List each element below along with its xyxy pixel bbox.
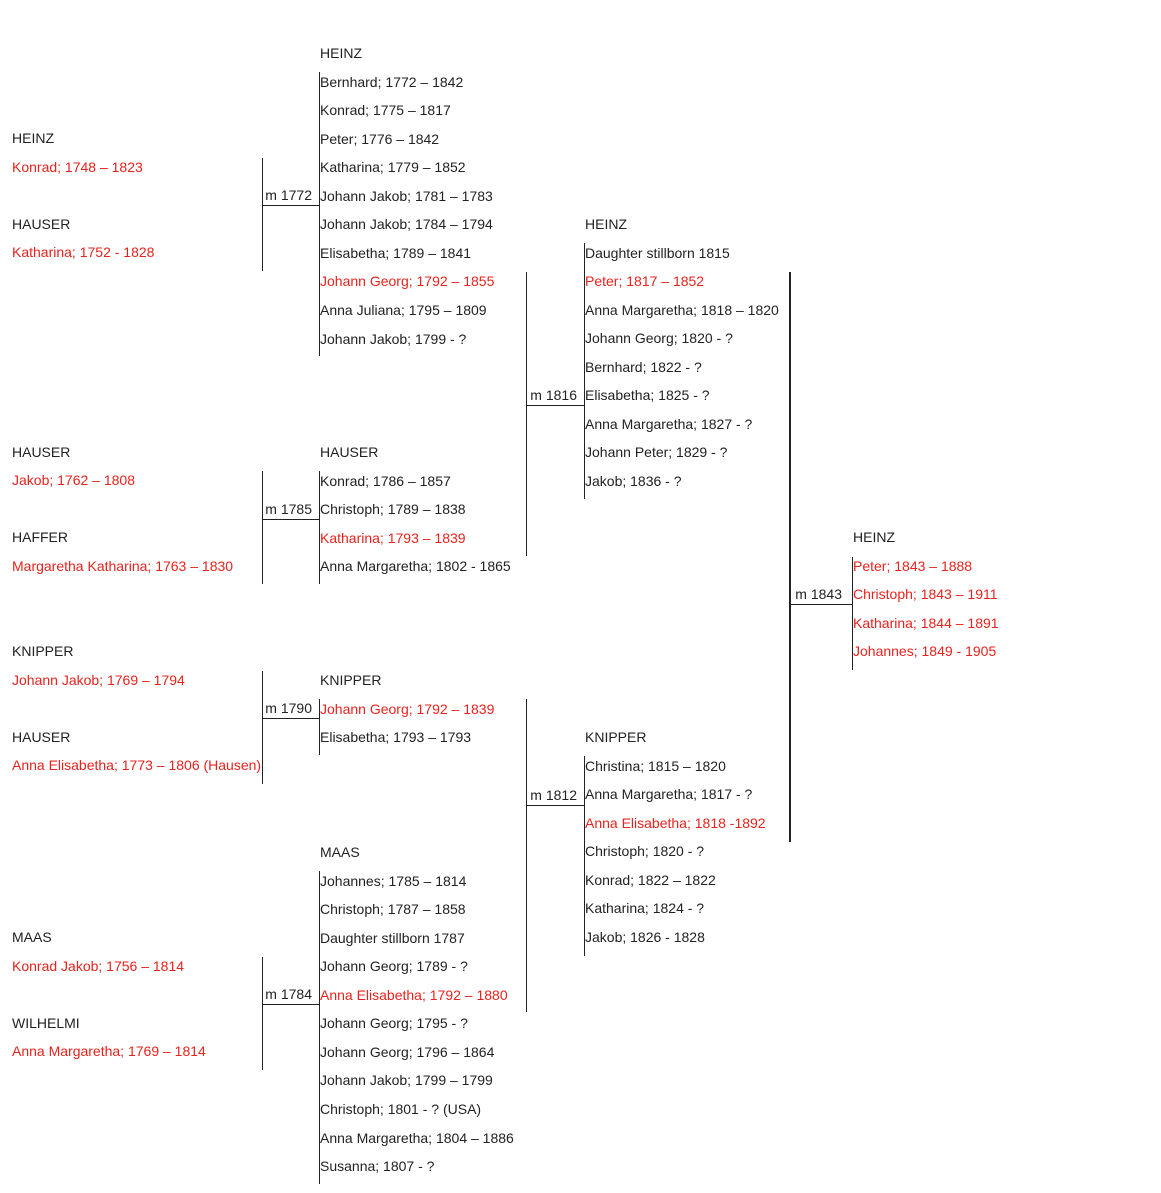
husband-name: Jakob; 1762 – 1808 — [12, 472, 135, 488]
child-entry: Johann Georg; 1792 – 1855 — [320, 273, 495, 290]
children-bracket — [584, 243, 585, 499]
children-bracket — [584, 756, 585, 956]
child-entry: Anna Margaretha; 1817 - ? — [585, 786, 753, 803]
wife-surname: WILHELMI — [12, 1015, 80, 1031]
child-entry: Jakob; 1826 - 1828 — [585, 928, 705, 945]
child-entry: Anna Margaretha; 1802 - 1865 — [320, 558, 511, 575]
wife-surname: HAUSER — [12, 216, 71, 232]
husband-name: Konrad; 1748 – 1823 — [12, 159, 143, 175]
couple-bracket — [526, 272, 527, 556]
child-entry: Elisabetha; 1789 – 1841 — [320, 244, 472, 261]
marriage-label: m 1785 — [265, 501, 312, 517]
child-entry: Christina; 1815 – 1820 — [585, 757, 726, 774]
children-bracket — [319, 72, 320, 356]
couple-bracket — [789, 272, 791, 842]
child-entry: Konrad; 1775 – 1817 — [320, 102, 451, 119]
wife-name: Anna Elisabetha; 1773 – 1806 (Hausen) — [12, 757, 262, 773]
child-entry: Konrad; 1822 – 1822 — [585, 871, 716, 888]
child-entry: Johann Georg; 1820 - ? — [585, 330, 733, 347]
child-entry: Johann Jakob; 1784 – 1794 — [320, 216, 493, 233]
children-surname: KNIPPER — [320, 672, 382, 688]
child-entry: Johann Georg; 1796 – 1864 — [320, 1043, 495, 1060]
child-entry: Konrad; 1786 – 1857 — [320, 472, 451, 489]
couple-bracket — [526, 699, 527, 1012]
children-surname: MAAS — [320, 844, 360, 860]
child-entry: Peter; 1817 – 1852 — [585, 273, 705, 290]
marriage-line — [526, 805, 584, 806]
marriage-line — [262, 1004, 319, 1005]
marriage-label: m 1772 — [265, 187, 312, 203]
husband-surname: HEINZ — [12, 130, 54, 146]
child-entry: Peter; 1843 – 1888 — [853, 557, 973, 574]
child-entry: Christoph; 1820 - ? — [585, 843, 705, 860]
couple-bracket — [262, 957, 263, 1070]
child-entry: Johannes; 1849 - 1905 — [853, 643, 997, 660]
child-entry: Anna Elisabetha; 1818 -1892 — [585, 814, 766, 831]
children-surname: HAUSER — [320, 444, 379, 460]
couple-bracket — [262, 471, 263, 584]
marriage-label: m 1812 — [530, 787, 577, 803]
child-entry: Katharina; 1779 – 1852 — [320, 159, 466, 176]
wife-name: Anna Margaretha; 1769 – 1814 — [12, 1043, 206, 1059]
husband-surname: KNIPPER — [12, 643, 74, 659]
children-bracket — [319, 471, 320, 584]
child-entry: Elisabetha; 1825 - ? — [585, 387, 710, 404]
children-surname: HEINZ — [320, 45, 362, 61]
child-entry: Katharina; 1793 – 1839 — [320, 529, 466, 546]
marriage-line — [262, 519, 319, 520]
marriage-label: m 1816 — [530, 387, 577, 403]
wife-surname: HAUSER — [12, 729, 71, 745]
child-entry: Daughter stillborn 1787 — [320, 929, 465, 946]
child-entry: Daughter stillborn 1815 — [585, 244, 730, 261]
child-entry: Johann Georg; 1795 - ? — [320, 1015, 468, 1032]
child-entry: Christoph; 1843 – 1911 — [853, 586, 998, 603]
child-entry: Johannes; 1785 – 1814 — [320, 872, 467, 889]
marriage-line — [262, 205, 319, 206]
child-entry: Christoph; 1789 – 1838 — [320, 501, 466, 518]
wife-name: Katharina; 1752 - 1828 — [12, 244, 155, 260]
child-entry: Christoph; 1801 - ? (USA) — [320, 1100, 482, 1117]
child-entry: Anna Juliana; 1795 – 1809 — [320, 301, 487, 318]
child-entry: Johann Jakob; 1781 – 1783 — [320, 187, 493, 204]
child-entry: Katharina; 1824 - ? — [585, 900, 705, 917]
children-bracket — [319, 699, 320, 755]
children-surname: KNIPPER — [585, 729, 647, 745]
husband-name: Johann Jakob; 1769 – 1794 — [12, 672, 185, 688]
child-entry: Johann Georg; 1792 – 1839 — [320, 700, 495, 717]
marriage-line — [526, 405, 584, 406]
child-entry: Anna Margaretha; 1827 - ? — [585, 415, 753, 432]
marriage-label: m 1790 — [265, 700, 312, 716]
child-entry: Johann Jakob; 1799 – 1799 — [320, 1072, 493, 1089]
marriage-line — [790, 604, 852, 605]
marriage-label: m 1784 — [265, 986, 312, 1002]
children-surname: HEINZ — [853, 529, 895, 545]
child-entry: Johann Peter; 1829 - ? — [585, 444, 728, 461]
child-entry: Anna Margaretha; 1818 – 1820 — [585, 301, 779, 318]
husband-name: Konrad Jakob; 1756 – 1814 — [12, 958, 185, 974]
child-entry: Jakob; 1836 - ? — [585, 472, 682, 489]
child-entry: Katharina; 1844 – 1891 — [853, 614, 999, 631]
child-entry: Bernhard; 1772 – 1842 — [320, 73, 464, 90]
children-bracket — [319, 871, 320, 1184]
children-bracket — [852, 557, 853, 670]
child-entry: Peter; 1776 – 1842 — [320, 130, 440, 147]
marriage-label: m 1843 — [795, 586, 842, 602]
marriage-line — [262, 718, 319, 719]
child-entry: Elisabetha; 1793 – 1793 — [320, 729, 472, 746]
child-entry: Johann Georg; 1789 - ? — [320, 958, 468, 975]
children-surname: HEINZ — [585, 216, 627, 232]
couple-bracket — [262, 671, 263, 784]
wife-name: Margaretha Katharina; 1763 – 1830 — [12, 558, 234, 574]
child-entry: Christoph; 1787 – 1858 — [320, 901, 466, 918]
husband-surname: HAUSER — [12, 444, 71, 460]
wife-surname: HAFFER — [12, 529, 68, 545]
child-entry: Anna Margaretha; 1804 – 1886 — [320, 1129, 514, 1146]
child-entry: Anna Elisabetha; 1792 – 1880 — [320, 986, 508, 1003]
couple-bracket — [262, 158, 263, 271]
child-entry: Bernhard; 1822 - ? — [585, 358, 702, 375]
child-entry: Johann Jakob; 1799 - ? — [320, 330, 467, 347]
husband-surname: MAAS — [12, 929, 52, 945]
child-entry: Susanna; 1807 - ? — [320, 1158, 435, 1175]
